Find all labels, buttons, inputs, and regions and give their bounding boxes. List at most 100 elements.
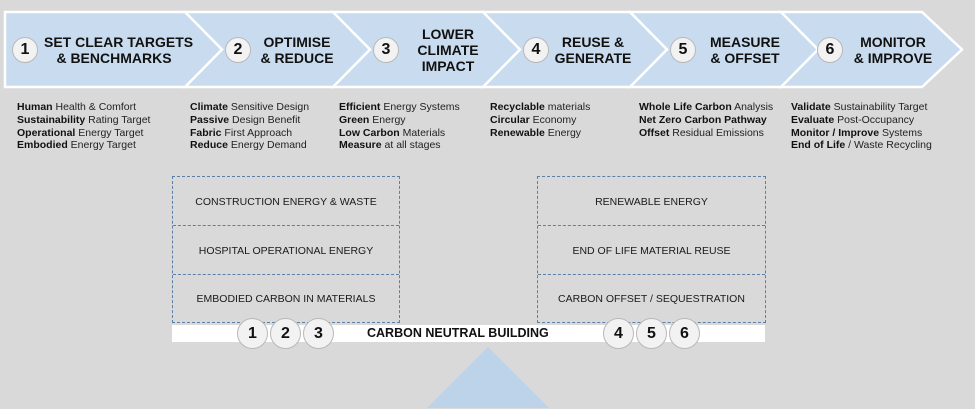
step-title-line: LOWER: [421, 25, 475, 42]
description-text: Sensitive Design: [227, 101, 310, 113]
step-title-line: GENERATE: [554, 49, 632, 66]
row-divider: [538, 225, 765, 226]
description-keyword: Whole Life Carbon: [639, 101, 732, 113]
description-text: Residual Emissions: [669, 126, 764, 139]
row-divider: [173, 274, 399, 275]
beam-number-3: 3: [303, 318, 334, 349]
row-divider: [173, 225, 399, 226]
description-line: Validate Sustainability Target: [791, 101, 932, 114]
description-text: Sustainability Target: [830, 101, 928, 113]
beam-number-4: 4: [603, 318, 634, 349]
description-text: Health & Comfort: [52, 101, 137, 113]
description-line: Measure at all stages: [339, 139, 460, 152]
step-title-line: SET CLEAR TARGETS: [44, 33, 194, 50]
beam-number-5: 5: [636, 318, 667, 349]
description-line: Embodied Energy Target: [17, 139, 150, 152]
step-number-1: 1: [12, 37, 38, 63]
description-keyword: Human: [17, 101, 53, 113]
description-line: Whole Life Carbon Analysis: [639, 101, 773, 114]
description-text: Systems: [879, 126, 923, 139]
description-line: Sustainability Rating Target: [17, 114, 150, 127]
description-keyword: Offset: [639, 126, 670, 139]
description-text: Materials: [399, 126, 446, 139]
step-number-6: 6: [817, 37, 843, 63]
load-item-embodied: EMBODIED CARBON IN MATERIALS: [196, 292, 376, 305]
row-divider: [538, 274, 765, 275]
process-chevrons: [3, 10, 964, 89]
description-line: Circular Economy: [490, 114, 590, 127]
description-keyword: Embodied: [17, 139, 68, 152]
beam-number-1: 1: [237, 318, 268, 349]
step-number-2: 2: [225, 37, 251, 63]
step-title-1: SET CLEAR TARGETS& BENCHMARKS: [44, 33, 194, 66]
description-line: Fabric First Approach: [190, 127, 309, 140]
description-keyword: Efficient: [339, 101, 381, 113]
step-number-3: 3: [373, 37, 399, 63]
description-keyword: Net Zero Carbon Pathway: [639, 113, 767, 126]
description-text: Economy: [529, 113, 577, 126]
description-keyword: Circular: [490, 113, 530, 126]
description-text: materials: [544, 101, 591, 113]
description-line: Renewable Energy: [490, 127, 590, 140]
step-title-line: OPTIMISE: [263, 33, 331, 50]
description-line: Operational Energy Target: [17, 127, 150, 140]
description-line: Efficient Energy Systems: [339, 101, 460, 114]
description-text: Post-Occupancy: [834, 113, 915, 126]
description-keyword: Passive: [190, 113, 230, 126]
description-keyword: Sustainability: [17, 113, 86, 126]
description-text: Energy Systems: [380, 101, 460, 113]
description-text: Energy Target: [67, 139, 136, 152]
step-title-line: CLIMATE: [417, 41, 479, 58]
description-line: Green Energy: [339, 114, 460, 127]
description-keyword: Green: [339, 113, 370, 126]
step-title-line: REUSE &: [561, 33, 625, 50]
step-title-line: & OFFSET: [710, 49, 780, 66]
step-title-line: & BENCHMARKS: [56, 49, 172, 66]
description-line: Climate Sensitive Design: [190, 101, 309, 114]
description-text: / Waste Recycling: [845, 139, 932, 152]
description-keyword: Renewable: [490, 126, 545, 139]
offset-item-reuse: END OF LIFE MATERIAL REUSE: [572, 244, 731, 257]
description-keyword: Fabric: [190, 126, 222, 139]
description-line: Passive Design Benefit: [190, 114, 309, 127]
description-line: Monitor / Improve Systems: [791, 127, 932, 140]
step-title-6: MONITOR& IMPROVE: [823, 34, 963, 66]
description-text: First Approach: [221, 126, 293, 139]
step-title-line: & REDUCE: [260, 49, 334, 66]
beam-number-6: 6: [669, 318, 700, 349]
step-title-line: MEASURE: [709, 33, 780, 50]
description-line: End of Life / Waste Recycling: [791, 139, 932, 152]
description-keyword: Reduce: [190, 139, 228, 152]
step-title-line: & IMPROVE: [853, 49, 933, 66]
description-keyword: Climate: [190, 101, 228, 113]
beam-number-2: 2: [270, 318, 301, 349]
description-keyword: Evaluate: [791, 113, 835, 126]
description-text: at all stages: [381, 139, 441, 152]
description-keyword: Recyclable: [490, 101, 545, 113]
description-text: Energy: [369, 113, 406, 126]
offset-item-renewable: RENEWABLE ENERGY: [595, 195, 708, 208]
description-line: Recyclable materials: [490, 101, 590, 114]
description-keyword: Validate: [791, 101, 831, 113]
description-line: Net Zero Carbon Pathway: [639, 114, 773, 127]
step-number-5: 5: [670, 37, 696, 63]
description-text: Energy Target: [75, 126, 144, 139]
carbon-offset-box: RENEWABLE ENERGY END OF LIFE MATERIAL RE…: [537, 176, 766, 323]
fulcrum-triangle: [427, 347, 549, 408]
description-text: Rating Target: [85, 113, 151, 126]
description-line: Low Carbon Materials: [339, 127, 460, 140]
description-keyword: Measure: [339, 139, 382, 152]
load-item-operational: HOSPITAL OPERATIONAL ENERGY: [198, 244, 374, 257]
beam-label: CARBON NEUTRAL BUILDING: [367, 326, 549, 340]
carbon-load-box: CONSTRUCTION ENERGY & WASTE HOSPITAL OPE…: [172, 176, 400, 323]
description-line: Offset Residual Emissions: [639, 127, 773, 140]
description-text: Energy: [544, 126, 582, 139]
step-title-4: REUSE &GENERATE: [523, 34, 663, 66]
